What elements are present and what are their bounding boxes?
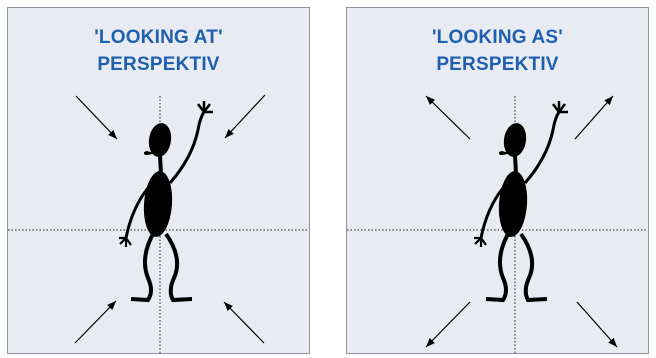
figure-right-leg: [166, 234, 192, 300]
arrow-bottom-right-outward: [577, 302, 617, 347]
figure-lowered-hand: [119, 238, 131, 247]
figure-raised-arm: [170, 112, 204, 183]
arrow-bottom-left-outward: [426, 302, 470, 347]
figure-body: [142, 170, 175, 238]
figure-raised-hand: [198, 101, 213, 112]
panel-looking-at: 'LOOKING AT' PERSPEKTIV: [7, 7, 310, 354]
arrow-bottom-right-inward: [224, 302, 264, 343]
arrow-top-left-outward: [426, 96, 470, 139]
arrow-top-right-outward: [575, 96, 613, 139]
figure-right-leg: [521, 234, 547, 300]
figure-raised-arm: [525, 112, 559, 183]
arrow-bottom-left-inward: [75, 301, 116, 343]
figure-body: [497, 170, 530, 238]
figure-left-leg: [131, 234, 153, 300]
figure-lowered-hand: [474, 238, 486, 247]
perspective-scene: [8, 8, 309, 353]
arrow-top-right-inward: [225, 95, 265, 138]
figure-left-leg: [486, 234, 508, 300]
stick-figure: [474, 101, 568, 300]
panel-looking-as: 'LOOKING AS' PERSPEKTIV: [346, 7, 649, 354]
arrow-top-left-inward: [76, 96, 117, 139]
perspective-scene: [347, 8, 648, 353]
figure-raised-hand: [553, 101, 568, 112]
stick-figure: [119, 101, 213, 300]
